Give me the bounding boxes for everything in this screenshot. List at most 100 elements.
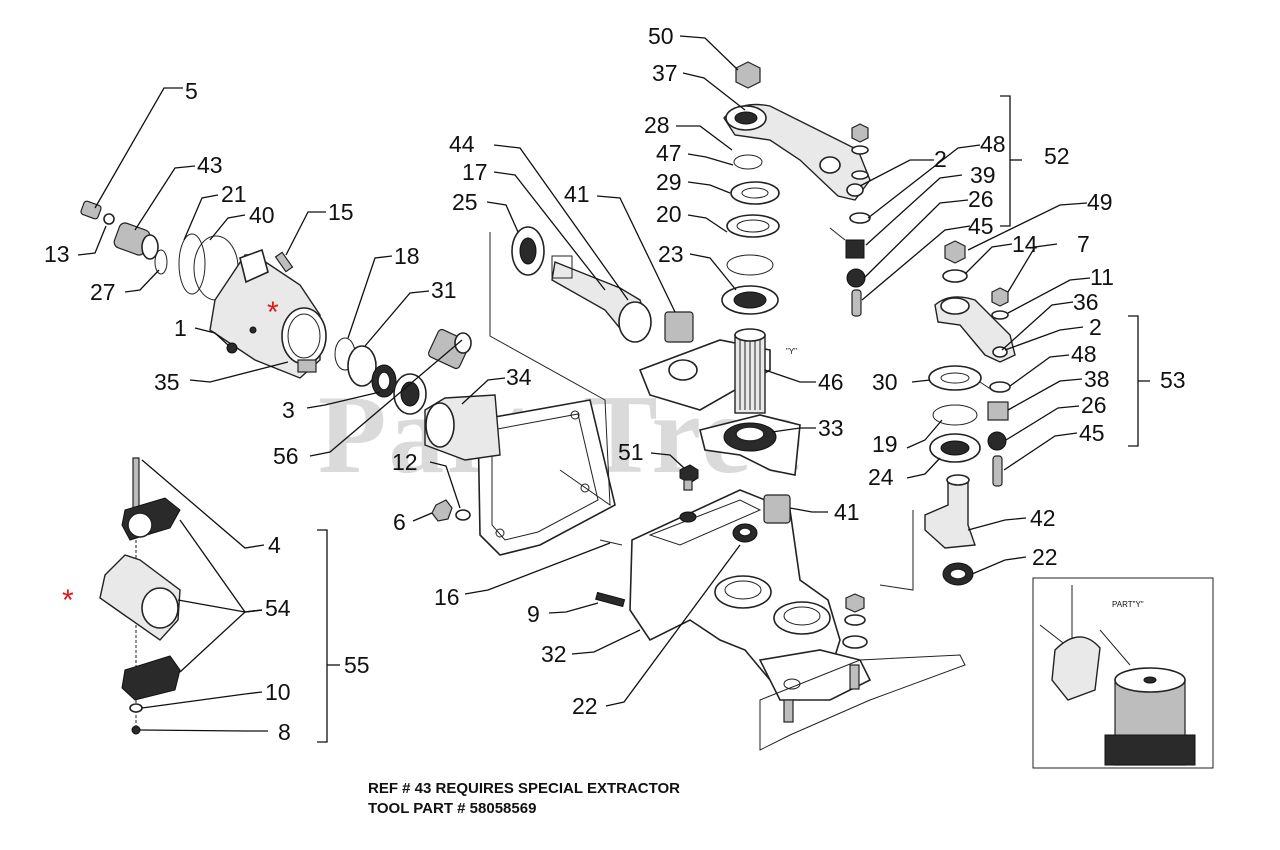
callout-24: 24 xyxy=(868,464,894,490)
callout-29: 29 xyxy=(656,169,682,195)
snap-ring-part-21 xyxy=(178,233,206,295)
note-line-2: TOOL PART # 58058569 xyxy=(368,800,536,817)
center-stack-parts xyxy=(721,61,871,315)
callout-43: 43 xyxy=(197,152,223,178)
bearing-part-30 xyxy=(928,365,982,391)
callout-26-lower: 26 xyxy=(1081,392,1107,418)
callout-4: 4 xyxy=(268,532,281,558)
callout-21: 21 xyxy=(221,181,247,207)
extractor-part-43 xyxy=(113,222,159,260)
callout-36: 36 xyxy=(1073,289,1099,315)
nut-part-38 xyxy=(987,401,1009,421)
bracket-assembly-illustration xyxy=(99,457,181,735)
motor-assembly-illustration xyxy=(80,200,472,415)
snap-ring-part-19 xyxy=(932,404,978,426)
callout-37: 37 xyxy=(652,60,678,86)
callout-19: 19 xyxy=(872,431,898,457)
right-lower-stack xyxy=(934,240,1016,487)
nut-part-49 xyxy=(944,240,966,264)
callout-56: 56 xyxy=(273,443,299,469)
deck-plate-illustration xyxy=(759,654,966,751)
callout-52: 52 xyxy=(1044,143,1070,169)
asterisk-marker-bracket: * xyxy=(62,584,74,617)
callout-5: 5 xyxy=(185,78,198,104)
right-upper-stack xyxy=(829,123,871,317)
callout-15: 15 xyxy=(328,199,354,225)
pin-part-16 xyxy=(599,539,623,546)
inset-part-label: PART"Y" xyxy=(1112,600,1144,609)
callout-45-upper: 45 xyxy=(968,213,994,239)
stud-part-9 xyxy=(595,591,626,608)
callout-20: 20 xyxy=(656,201,682,227)
inset-detail-box: PART"Y" xyxy=(1032,577,1214,769)
callout-51: 51 xyxy=(618,439,644,465)
note-line-1: REF # 43 REQUIRES SPECIAL EXTRACTOR xyxy=(368,780,680,797)
callout-10: 10 xyxy=(265,679,291,705)
callout-28: 28 xyxy=(644,112,670,138)
nut-part-39 xyxy=(845,239,865,259)
o-ring-part-47 xyxy=(733,154,763,170)
callout-48-lower: 48 xyxy=(1071,341,1097,367)
callout-22-lower: 22 xyxy=(572,693,598,719)
callout-50: 50 xyxy=(648,23,674,49)
callout-39: 39 xyxy=(970,162,996,188)
ring-part-27 xyxy=(154,249,168,275)
callout-13: 13 xyxy=(44,241,70,267)
callout-35: 35 xyxy=(154,369,180,395)
washer-part-14 xyxy=(942,269,968,283)
callout-7: 7 xyxy=(1077,231,1090,257)
ring-part-31 xyxy=(347,345,377,387)
callout-16: 16 xyxy=(434,584,460,610)
callout-42: 42 xyxy=(1030,505,1056,531)
callout-34: 34 xyxy=(506,364,532,390)
spline-coupler-illustration xyxy=(427,328,472,370)
washer-part-11 xyxy=(991,310,1009,320)
callout-22-right: 22 xyxy=(1032,544,1058,570)
pin-part-15 xyxy=(274,251,294,273)
callout-27: 27 xyxy=(90,279,116,305)
housing-part-35 xyxy=(209,248,327,379)
callout-2-lower: 2 xyxy=(1089,314,1102,340)
callout-41-lower: 41 xyxy=(834,499,860,525)
callout-25: 25 xyxy=(452,189,478,215)
block-part-41b xyxy=(763,494,791,524)
callout-2-upper: 2 xyxy=(934,146,947,172)
callout-49: 49 xyxy=(1087,189,1113,215)
callout-33: 33 xyxy=(818,415,844,441)
main-casting-part-32 xyxy=(629,489,872,701)
callout-38: 38 xyxy=(1084,366,1110,392)
seal-part-26 xyxy=(846,268,866,288)
gear-part-33 xyxy=(723,422,777,452)
bearing-part-3 xyxy=(371,364,397,398)
plug-part-51 xyxy=(679,464,699,491)
callout-3: 3 xyxy=(282,397,295,423)
callout-12: 12 xyxy=(392,449,418,475)
callout-9: 9 xyxy=(527,601,540,627)
callout-23: 23 xyxy=(658,241,684,267)
nut-part-7 xyxy=(991,287,1009,307)
callout-11: 11 xyxy=(1090,264,1114,290)
cover-plate-part-34 xyxy=(424,394,616,556)
callout-8: 8 xyxy=(278,719,291,745)
spindle-part-42 xyxy=(924,479,976,549)
callout-18: 18 xyxy=(394,243,420,269)
callout-40: 40 xyxy=(249,202,275,228)
callout-48-upper: 48 xyxy=(980,131,1006,157)
washer-part-48 xyxy=(849,212,871,224)
asterisk-marker-housing: * xyxy=(267,296,279,329)
callout-1: 1 xyxy=(174,315,187,341)
callout-31: 31 xyxy=(431,277,457,303)
callout-14: 14 xyxy=(1012,231,1038,257)
mount-hardware xyxy=(783,593,868,723)
detail-y-label: "Y" xyxy=(786,347,797,356)
bearing-part-20 xyxy=(726,214,780,238)
callout-45-lower: 45 xyxy=(1079,420,1105,446)
right-column-parts xyxy=(879,365,982,591)
callout-26-upper: 26 xyxy=(968,186,994,212)
callout-44: 44 xyxy=(449,131,475,157)
callout-41-upper: 41 xyxy=(564,181,590,207)
block-part-41 xyxy=(664,311,694,343)
callout-46: 46 xyxy=(818,369,844,395)
callout-6: 6 xyxy=(393,509,406,535)
callout-32: 32 xyxy=(541,641,567,667)
